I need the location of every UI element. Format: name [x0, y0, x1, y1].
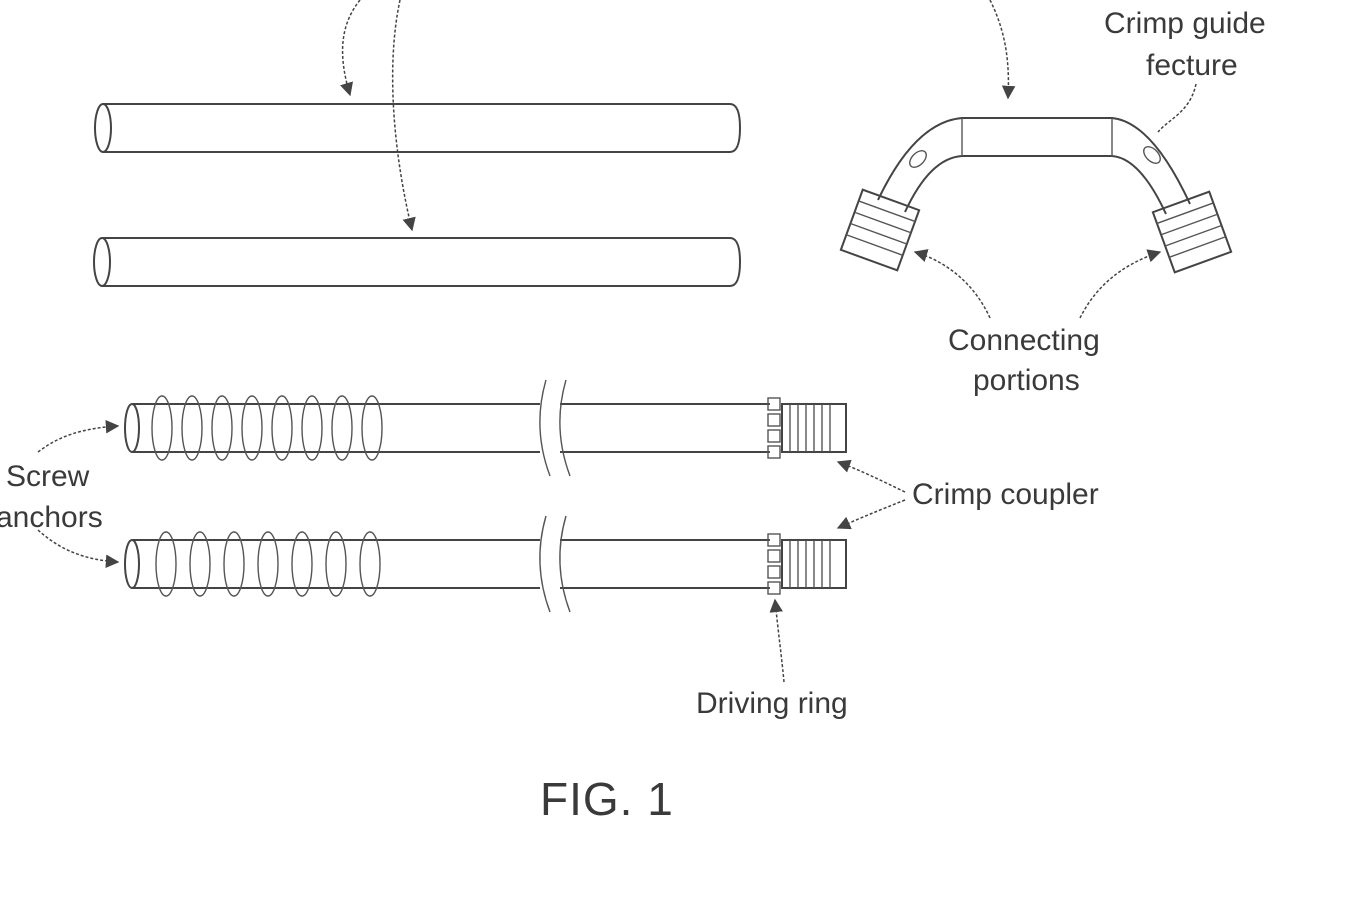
connecting-label-line1: Connecting	[948, 324, 1100, 357]
connecting-portion-left	[841, 190, 919, 271]
crimp-coupler-lower	[782, 540, 846, 588]
crimp-guide-label-line1: Crimp guide	[1104, 7, 1266, 40]
driving-ring-arrow	[775, 600, 784, 682]
screw-anchors-label-line1: Screw	[6, 460, 90, 493]
connector-leader-line	[990, 0, 1008, 98]
driving-ring-upper	[768, 398, 780, 458]
crimp-coupler-upper	[782, 404, 846, 452]
crimp-guide-hole-left	[907, 148, 930, 171]
bent-connector	[841, 0, 1231, 272]
screw-anchors-arrow-upper	[38, 426, 118, 452]
crimp-guide-hole-right	[1141, 144, 1164, 167]
crimp-coupler-arrow-lower	[838, 500, 905, 528]
connecting-portion-right	[1153, 192, 1231, 273]
plain-rod-lower	[94, 238, 740, 286]
plain-rod-upper	[95, 104, 740, 152]
connecting-label-line2: portions	[973, 364, 1080, 397]
crimp-coupler-arrow-upper	[838, 462, 905, 492]
driving-ring-lower	[768, 534, 780, 594]
screw-anchors-arrow-lower	[38, 530, 118, 562]
screw-anchor-rod-lower	[125, 516, 846, 612]
figure-caption: FIG. 1	[540, 773, 674, 825]
rod-leader-lines	[343, 0, 412, 230]
crimp-guide-arrow	[1158, 84, 1196, 132]
crimp-coupler-label: Crimp coupler	[912, 478, 1099, 511]
crimp-guide-label-line2: fecture	[1146, 49, 1238, 82]
screw-anchor-rod-upper	[125, 380, 846, 476]
driving-ring-label: Driving ring	[696, 687, 848, 720]
screw-anchors-label-line2: anchors	[0, 501, 103, 534]
connecting-arrow-right	[1080, 252, 1160, 318]
connecting-arrow-left	[915, 252, 990, 318]
